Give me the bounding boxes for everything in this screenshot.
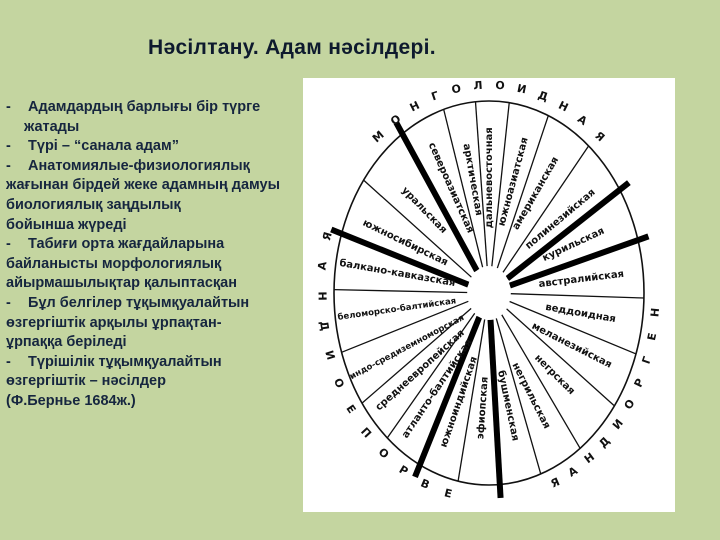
sector-divider	[509, 300, 637, 355]
bullet-line: (Ф.Бернье 1684ж.)	[6, 392, 136, 409]
major-boundary-line	[330, 226, 470, 288]
outer-race-letter: Г	[430, 89, 441, 104]
bullet-line: - Адамдардың барлығы бір түрге	[6, 98, 351, 118]
major-boundary-line	[487, 319, 504, 499]
bullet-text: Адамдардың барлығы бір түрге	[24, 99, 261, 115]
outer-race-letter: И	[322, 349, 337, 362]
outer-race-letter: Я	[320, 230, 335, 242]
major-boundary-line	[393, 121, 480, 273]
outer-race-letter: Р	[397, 463, 411, 478]
bullet-dash: -	[6, 138, 11, 155]
outer-race-letter: Н	[408, 99, 422, 115]
outer-race-letter: Я	[549, 475, 562, 490]
outer-race-letter: Н	[316, 291, 329, 300]
bullet-text: Түрішілік тұқымқуалайтын	[24, 353, 222, 370]
outer-race-letter: О	[622, 397, 638, 412]
sector-label: веддоидная	[544, 302, 616, 325]
bullet-line: биологиялық заңдылық	[6, 196, 181, 213]
bullet-line: - Анатомиялые-физиологиялық	[6, 157, 351, 177]
bullet-line: өзгергіштік – нәсілдер	[6, 373, 166, 390]
sector-label: беломорско-балтийская	[337, 295, 457, 323]
outer-race-letter: В	[419, 477, 432, 492]
bullet-dash: -	[6, 157, 11, 174]
sector-divider	[386, 312, 476, 439]
outer-race-letter: Я	[592, 129, 607, 144]
bullet-text: Түрі – “санала адам”	[24, 138, 179, 155]
wheel-center	[467, 266, 511, 320]
major-boundary-line	[505, 180, 631, 281]
bullet-dash: -	[6, 236, 11, 253]
outer-race-letter: Г	[640, 355, 655, 366]
sector-divider	[491, 102, 510, 267]
outer-race-letter: А	[575, 112, 590, 128]
sector-divider	[443, 109, 484, 268]
bullet-dash: -	[6, 294, 11, 311]
bullet-line: жағынан бірдей жеке адамның дамуы	[6, 177, 280, 194]
bullet-line: - Түрішілік тұқымқуалайтын	[6, 353, 351, 373]
outer-race-letter: О	[331, 376, 347, 390]
outer-race-letter: Н	[648, 307, 662, 317]
outer-race-letter: Н	[582, 450, 597, 466]
bullet-line: өзгергіштік арқылы ұрпақтан-	[6, 314, 222, 331]
bullet-line: - Бұл белгілер тұқымқуалайтын	[6, 294, 351, 314]
bullet-line: бойынша жүреді	[6, 216, 127, 233]
outer-race-letter: И	[516, 82, 528, 97]
outer-race-letter: О	[450, 82, 462, 97]
bullet-dash: -	[6, 99, 11, 115]
bullet-text: Бұл белгілер тұқымқуалайтын	[24, 294, 250, 311]
outer-race-letter: П	[358, 425, 374, 441]
bullet-line: ұрпаққа беріледі	[6, 334, 127, 351]
outer-race-letter: Д	[536, 88, 550, 104]
bullet-dash: -	[6, 353, 11, 370]
sector-divider	[495, 318, 542, 475]
bullet-line: жатады	[24, 118, 80, 135]
sector-divider	[496, 115, 549, 269]
outer-race-letter: Е	[343, 402, 358, 416]
sector-divider	[334, 288, 468, 294]
bullet-line: байланысты морфологиялық	[6, 255, 222, 272]
bullet-line: айырмашылықтар қалыптасқан	[6, 275, 237, 292]
outer-race-letter: А	[316, 260, 330, 271]
sector-divider	[506, 308, 615, 407]
sector-label: дальневосточная	[484, 127, 495, 228]
outer-race-letter: Н	[556, 99, 570, 115]
major-boundary-line	[508, 233, 650, 289]
bullet-text: Анатомиялые-физиологиялық	[24, 157, 250, 174]
outer-race-letter: Р	[632, 377, 647, 390]
outer-race-letter: Е	[443, 486, 453, 500]
sector-divider	[341, 300, 469, 353]
slide-title: Нәсілтану. Адам нәсілдері.	[148, 36, 436, 59]
outer-race-letter: Д	[596, 434, 612, 450]
wheel-outline	[333, 100, 645, 486]
bullet-text: Табиғи орта жағдайларына	[24, 236, 225, 253]
outer-race-letter: А	[566, 464, 580, 480]
sector-divider	[474, 101, 488, 267]
sector-label: эфиопская	[474, 376, 490, 439]
bullet-line: - Түрі – “санала адам”	[6, 137, 351, 157]
outer-race-letter: И	[610, 417, 626, 432]
outer-race-letter: О	[495, 79, 505, 93]
sector-divider	[363, 179, 472, 278]
bullet-line: - Табиғи орта жағдайларына	[6, 235, 351, 255]
sector-divider	[501, 314, 581, 449]
sector-divider	[510, 293, 644, 299]
sector-label: негрская	[532, 353, 577, 398]
outer-race-letter: Е	[645, 332, 659, 342]
major-boundary-line	[412, 315, 483, 478]
outer-race-letter: Д	[317, 320, 331, 332]
sector-divider	[361, 307, 472, 404]
outer-race-letter: М	[370, 128, 387, 145]
sector-divider	[502, 145, 590, 273]
outer-race-letter: Л	[473, 79, 483, 93]
outer-race-letter: О	[376, 445, 391, 461]
sector-divider	[457, 319, 486, 482]
